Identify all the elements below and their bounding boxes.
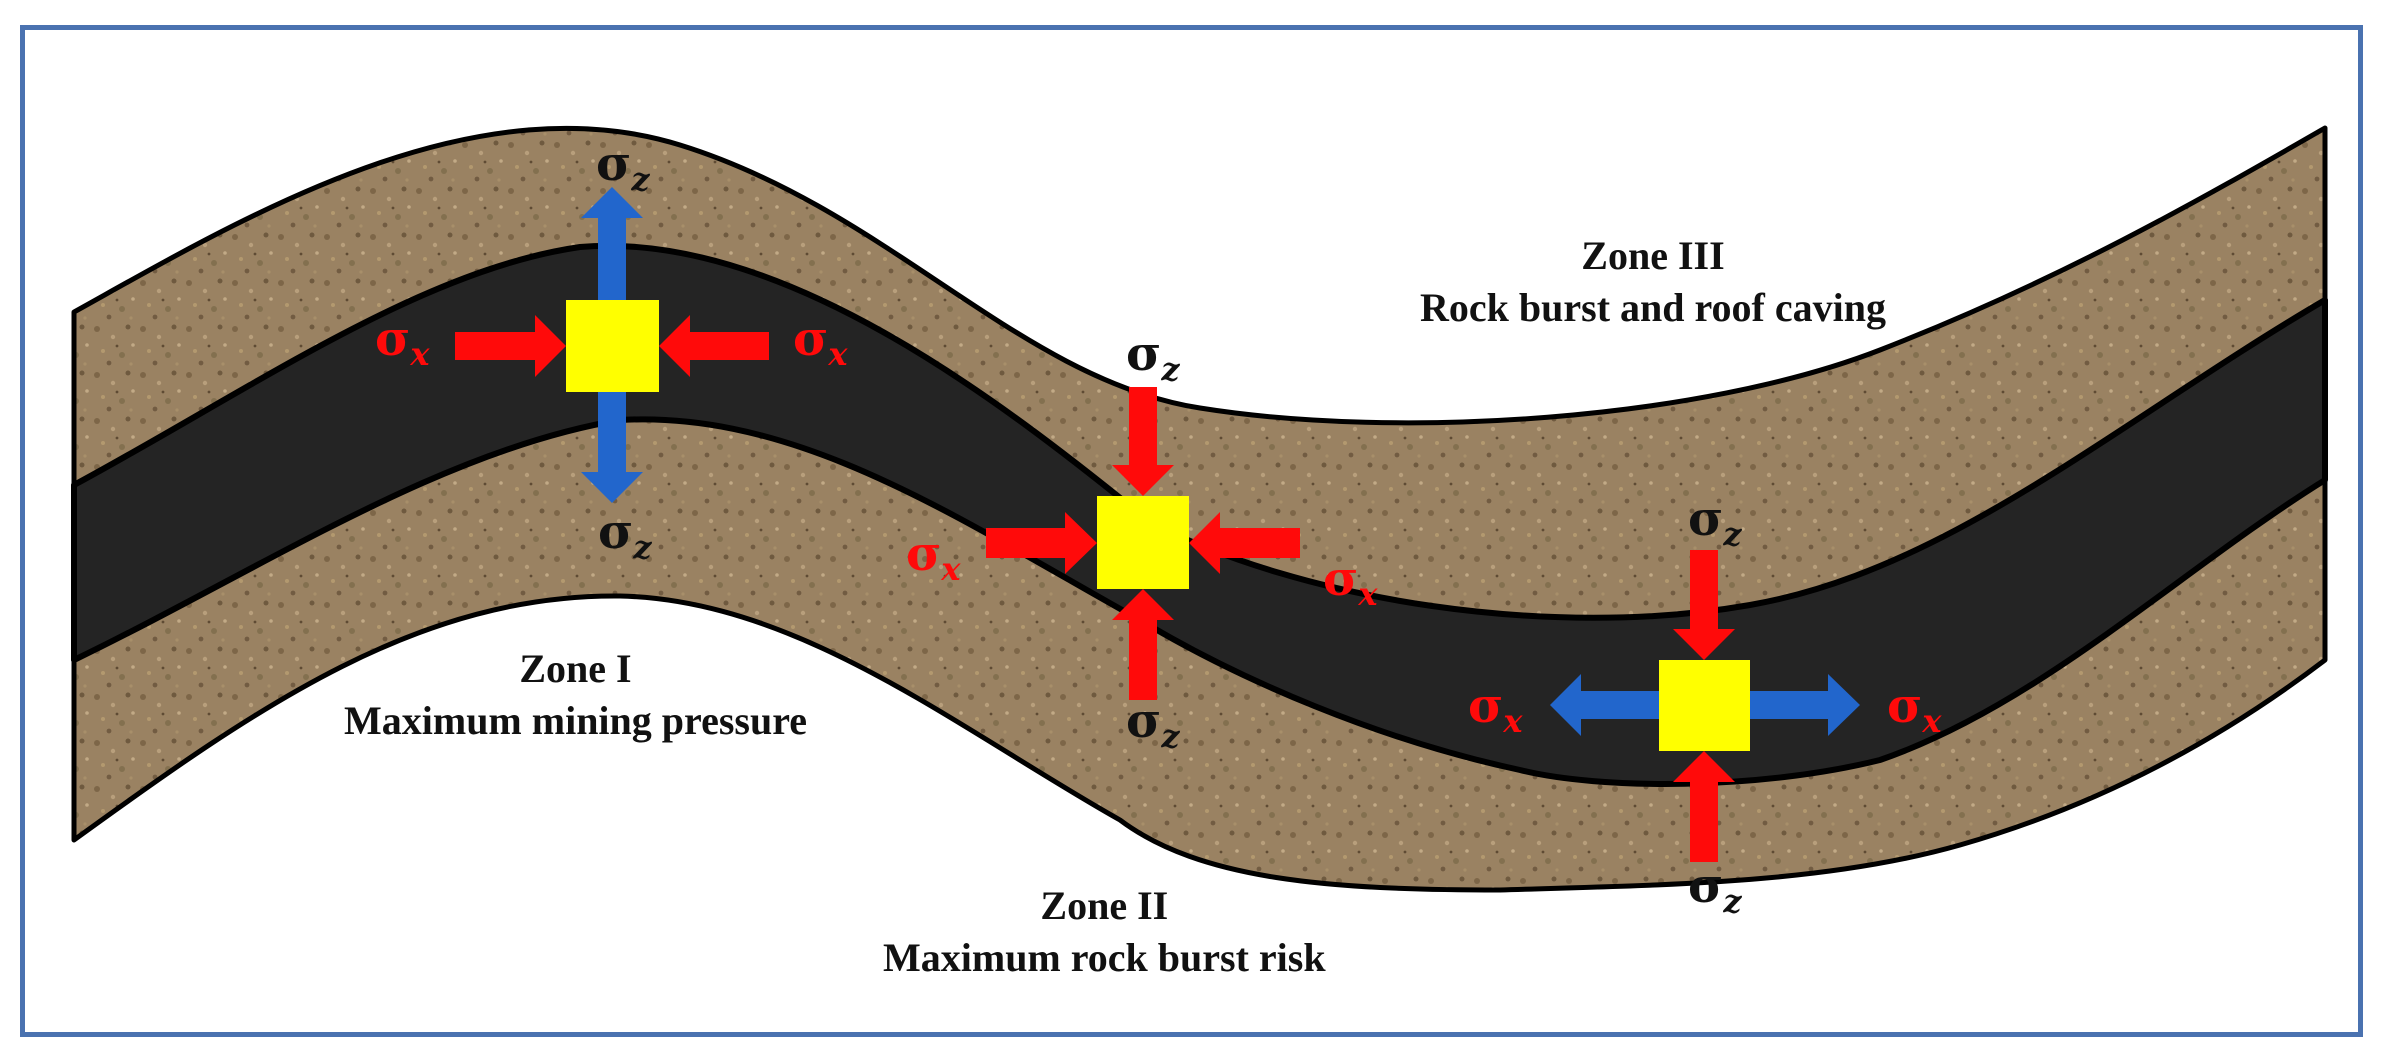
- zone2-description: Maximum rock burst risk: [883, 935, 1326, 980]
- sigma-x-label: σx: [1887, 678, 1942, 740]
- arrow-compression-top: [1673, 550, 1735, 660]
- sigma-z-label: σz: [1126, 326, 1180, 388]
- arrow-tension-down: [581, 392, 643, 503]
- arrow-tension-right: [1750, 674, 1860, 736]
- arrow-compression-right: [1189, 512, 1300, 574]
- zone3-label: Zone III Rock burst and roof caving: [1420, 230, 1886, 334]
- sigma-x-label: σx: [1323, 551, 1378, 613]
- element-zone1: [455, 187, 769, 503]
- arrow-compression-right: [659, 315, 769, 377]
- stress-element-square: [1659, 660, 1750, 751]
- sigma-x-label: σx: [793, 311, 848, 373]
- stress-element-square: [566, 300, 659, 392]
- sigma-z-label: σz: [598, 504, 652, 566]
- sigma-x-label: σx: [906, 526, 961, 588]
- zone1-title: Zone I: [519, 646, 632, 691]
- arrow-compression-bottom: [1112, 589, 1174, 700]
- arrow-compression-left: [455, 315, 566, 377]
- zone2-title: Zone II: [1040, 883, 1169, 928]
- zone1-label: Zone I Maximum mining pressure: [344, 643, 807, 747]
- arrow-tension-left: [1550, 674, 1659, 736]
- zone3-description: Rock burst and roof caving: [1420, 285, 1886, 330]
- sigma-z-label: σz: [1688, 491, 1742, 553]
- stress-element-square: [1097, 496, 1189, 589]
- arrow-compression-top: [1112, 387, 1174, 496]
- arrow-tension-up: [581, 187, 643, 300]
- sigma-z-label: σz: [1688, 858, 1742, 920]
- arrow-compression-bottom: [1673, 751, 1735, 862]
- sigma-x-label: σx: [1468, 678, 1523, 740]
- sigma-z-label: σz: [1126, 693, 1180, 755]
- zone1-description: Maximum mining pressure: [344, 698, 807, 743]
- sigma-z-label: σz: [596, 136, 650, 198]
- arrow-compression-left: [986, 512, 1097, 574]
- element-zone3: [1550, 550, 1860, 862]
- element-zone2: [986, 387, 1300, 700]
- sigma-x-label: σx: [375, 311, 430, 373]
- zone2-label: Zone II Maximum rock burst risk: [883, 880, 1326, 984]
- rock-strata: [71, 125, 2328, 893]
- zone3-title: Zone III: [1581, 233, 1725, 278]
